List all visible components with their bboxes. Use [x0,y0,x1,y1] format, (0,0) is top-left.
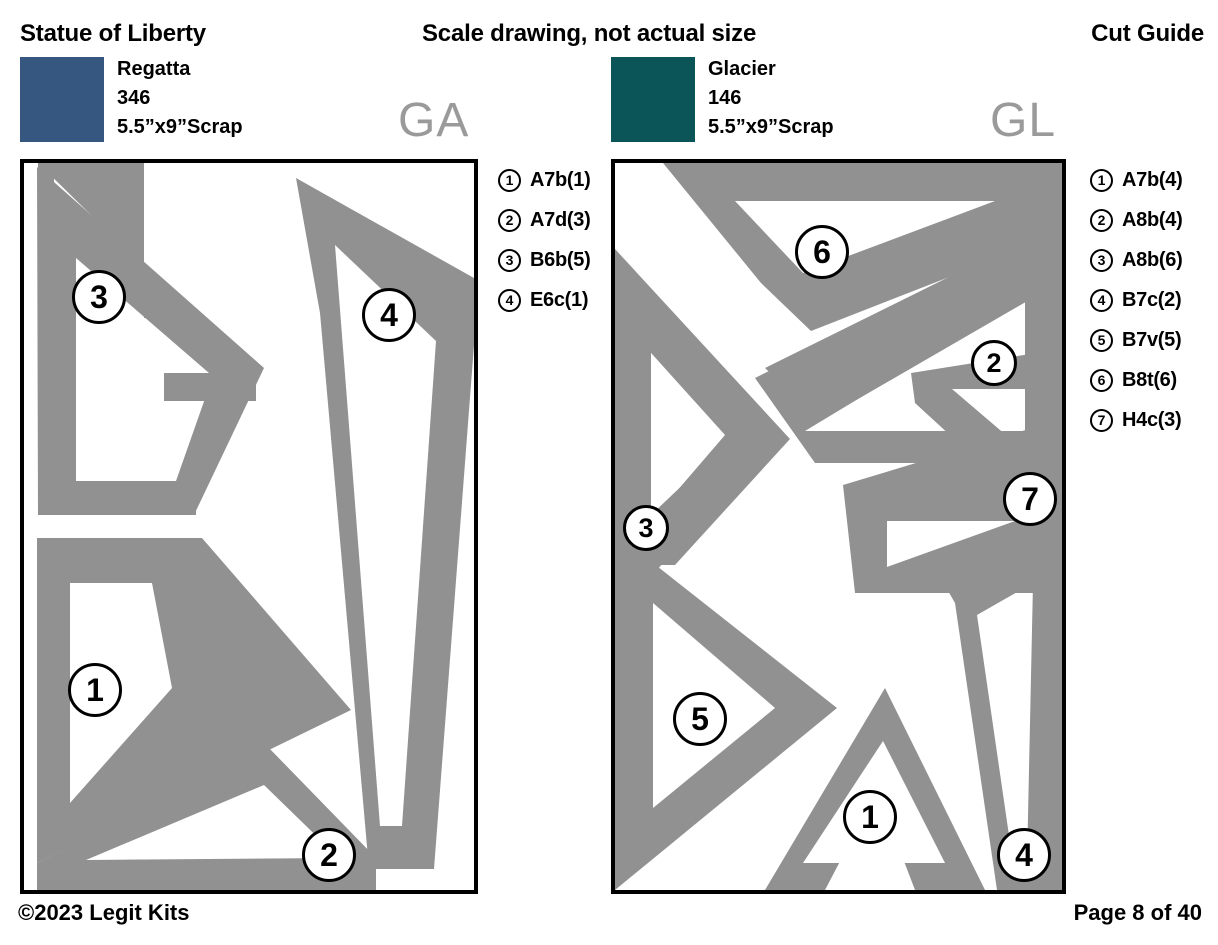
legend-item[interactable]: 7 H4c(3) [1090,400,1182,440]
legend-number-badge: 7 [1090,408,1113,432]
legend-piece-code: B7c(2) [1122,288,1182,311]
legend-piece-code: A7b(4) [1122,168,1183,191]
legend-piece-code: E6c(1) [530,288,589,311]
piece-callout-gl-7[interactable]: 7 [1003,472,1057,526]
legend-number-badge: 4 [498,288,521,312]
piece-callout-gl-3[interactable]: 3 [623,505,669,551]
fabric-name: Regatta [117,58,191,80]
legend-list-gl: 1 A7b(4) 2 A8b(4) 3 A8b(6) 4 B7c(2) 5 B7… [1090,160,1183,440]
panel-code-watermark-gl: GL [990,94,1057,147]
fabric-info-ga: Regatta 346 5.5”x9”Scrap [20,57,480,143]
piece-callout-gl-4[interactable]: 4 [997,828,1051,882]
legend-item[interactable]: 6 B8t(6) [1090,360,1182,400]
legend-item[interactable]: 2 A7d(3) [498,200,591,240]
fabric-number: 346 [117,87,151,109]
legend-piece-code: B6b(5) [530,248,591,271]
fabric-info-gl: Glacier 146 5.5”x9”Scrap [611,57,1071,143]
legend-item[interactable]: 4 E6c(1) [498,280,590,320]
fabric-size: 5.5”x9”Scrap [708,116,834,138]
legend-number-badge: 2 [1090,208,1113,232]
legend-number-badge: 2 [498,208,521,232]
legend-number-badge: 6 [1090,368,1113,392]
legend-piece-code: B8t(6) [1122,368,1177,391]
legend-piece-code: A7b(1) [530,168,591,191]
legend-number-badge: 3 [1090,248,1113,272]
piece-callout-ga-4[interactable]: 4 [362,288,416,342]
fabric-number: 146 [708,87,742,109]
legend-number-badge: 4 [1090,288,1113,312]
page-number: Page 8 of 40 [1073,900,1202,925]
cut-layout-panel-gl [611,159,1066,894]
piece-callout-gl-6[interactable]: 6 [795,225,849,279]
fabric-details-glacier: Glacier 146 5.5”x9”Scrap [708,55,834,142]
legend-item[interactable]: 2 A8b(4) [1090,200,1183,240]
legend-item[interactable]: 5 B7v(5) [1090,320,1182,360]
legend-piece-code: H4c(3) [1122,408,1182,431]
piece-callout-gl-1[interactable]: 1 [843,790,897,844]
piece-callout-ga-1[interactable]: 1 [68,663,122,717]
piece-callout-ga-2[interactable]: 2 [302,828,356,882]
cut-layout-panel-ga [20,159,478,894]
fabric-swatch-glacier [611,57,695,142]
legend-list-ga: 1 A7b(1) 2 A7d(3) 3 B6b(5) 4 E6c(1) [498,160,591,320]
legend-piece-code: B7v(5) [1122,328,1182,351]
fabric-name: Glacier [708,58,776,80]
legend-number-badge: 1 [498,168,521,192]
legend-item[interactable]: 3 B6b(5) [498,240,591,280]
fabric-swatch-regatta [20,57,104,142]
legend-number-badge: 1 [1090,168,1113,192]
copyright-notice: ©2023 Legit Kits [18,900,190,925]
legend-piece-code: A7d(3) [530,208,591,231]
fabric-size: 5.5”x9”Scrap [117,116,243,138]
legend-item[interactable]: 1 A7b(1) [498,160,591,200]
fabric-details-regatta: Regatta 346 5.5”x9”Scrap [117,55,243,142]
piece-callout-ga-3[interactable]: 3 [72,270,126,324]
panel-code-watermark-ga: GA [398,94,470,147]
legend-number-badge: 5 [1090,328,1113,352]
piece-callout-gl-2[interactable]: 2 [971,340,1017,386]
legend-item[interactable]: 4 B7c(2) [1090,280,1182,320]
legend-piece-code: A8b(4) [1122,208,1183,231]
legend-item[interactable]: 1 A7b(4) [1090,160,1183,200]
page-title: Statue of Liberty [20,20,206,47]
legend-item[interactable]: 3 A8b(6) [1090,240,1183,280]
cut-guide-label: Cut Guide [1091,20,1204,47]
page-header: Statue of Liberty Scale drawing, not act… [0,20,1218,54]
legend-number-badge: 3 [498,248,521,272]
legend-piece-code: A8b(6) [1122,248,1183,271]
cut-layout-diagram-ga [37,163,474,890]
piece-callout-gl-5[interactable]: 5 [673,692,727,746]
scale-disclaimer: Scale drawing, not actual size [422,20,757,47]
